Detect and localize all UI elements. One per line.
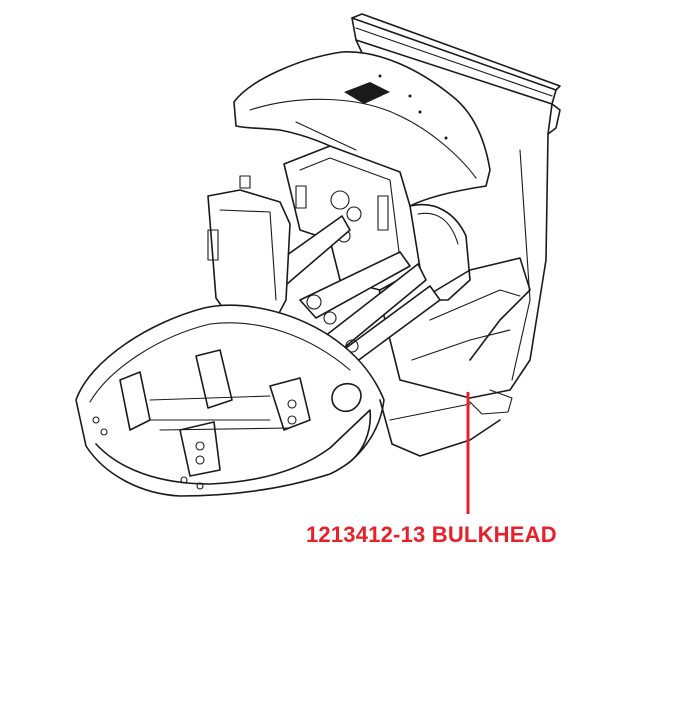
door-opening-frame bbox=[409, 203, 531, 361]
roof-canopy bbox=[233, 51, 491, 207]
floor-ribs bbox=[119, 349, 311, 477]
bulkhead-callout-label: 1213412-13 BULKHEAD bbox=[306, 522, 557, 547]
cross-beams bbox=[265, 215, 441, 363]
left-seat-frame bbox=[207, 175, 291, 331]
rear-floor bbox=[331, 382, 501, 457]
